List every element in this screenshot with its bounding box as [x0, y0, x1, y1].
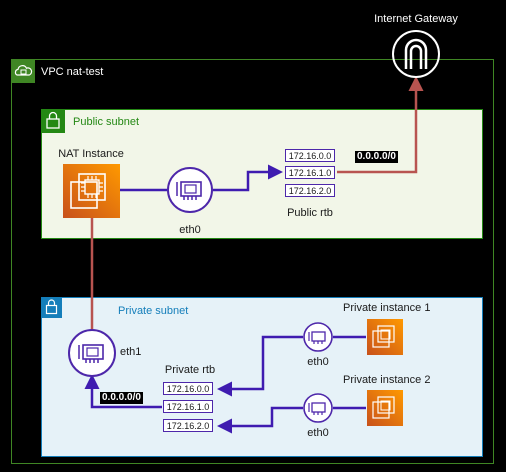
eth0-to-private-rtb-link-2 [217, 406, 303, 434]
public-rtb-to-igw-link [337, 76, 424, 174]
public-eth0-network-interface-icon [167, 167, 213, 213]
private-subnet-label: Private subnet [118, 305, 189, 317]
eth0-to-private-rtb-link-1 [217, 335, 303, 397]
internet-gateway-icon [392, 30, 440, 78]
internet-gateway-label: Internet Gateway [374, 13, 458, 25]
private-eth1-label: eth1 [120, 346, 142, 358]
instance2-eth0-network-interface-icon [303, 393, 333, 423]
private-instance2-label: Private instance 2 [343, 374, 431, 386]
private-instance2-ec2-icon [367, 390, 403, 426]
public-subnet-label: Public subnet [73, 116, 140, 128]
vpc-label: VPC nat-test [41, 66, 104, 78]
private-instance1-ec2-icon [367, 319, 403, 355]
private-rtb-to-eth1-link [84, 374, 162, 409]
nat-instance-label: NAT Instance [58, 148, 124, 160]
public-route-entry: 172.16.2.0 [285, 184, 335, 197]
private-subnet-padlock-icon [41, 297, 62, 318]
nat-instance-ec2-icon [63, 164, 120, 218]
instance1-eth0-label: eth0 [307, 356, 329, 368]
vpc-boundary [11, 59, 494, 464]
eth0-to-public-rtb-link [213, 164, 283, 192]
public-eth0-label: eth0 [179, 224, 201, 236]
vpc-cloud-lock-icon [11, 59, 35, 83]
public-route-entry: 172.16.0.0 [285, 149, 335, 162]
public-default-route-label: 0.0.0.0/0 [355, 151, 398, 163]
public-subnet-padlock-icon [41, 109, 65, 133]
private-default-route-label: 0.0.0.0/0 [100, 392, 143, 404]
private-eth1-network-interface-icon [68, 329, 116, 377]
public-rtb-label: Public rtb [287, 207, 333, 219]
private-route-entry: 172.16.1.0 [163, 400, 213, 413]
private-route-entry: 172.16.2.0 [163, 419, 213, 432]
private-rtb-label: Private rtb [164, 364, 216, 376]
private-route-entry: 172.16.0.0 [163, 382, 213, 395]
instance1-eth0-network-interface-icon [303, 322, 333, 352]
private-instance1-label: Private instance 1 [343, 302, 431, 314]
instance2-eth0-label: eth0 [307, 427, 329, 439]
public-route-entry: 172.16.1.0 [285, 166, 335, 179]
